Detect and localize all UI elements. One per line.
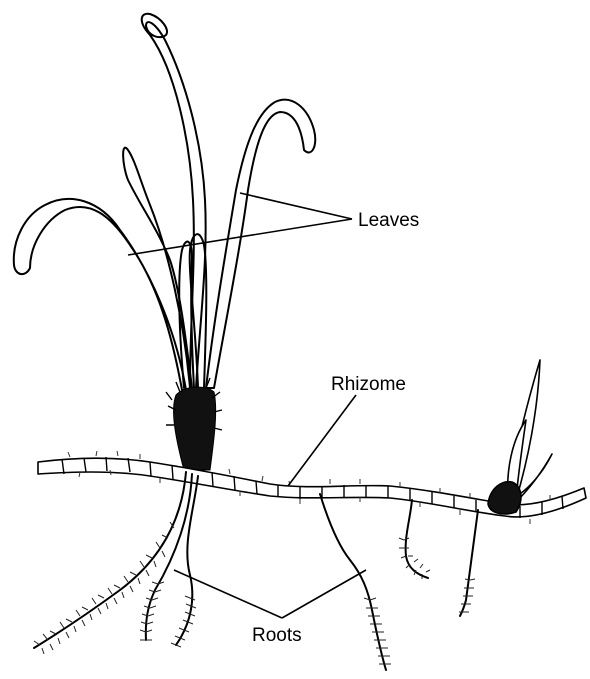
leaf-base-sheath [166, 378, 222, 470]
shoot-base [488, 482, 521, 514]
rhizome-leader-line [288, 395, 356, 486]
roots-label: Roots [252, 626, 302, 645]
leaf-tall-loop [142, 14, 206, 388]
leaves-label: Leaves [358, 211, 419, 230]
leaves-leader-upper [240, 193, 352, 219]
root-middle [320, 494, 386, 670]
rhizome-label: Rhizome [331, 375, 406, 394]
root-far-right [460, 510, 478, 616]
root-right-short [406, 500, 428, 578]
rhizome-right-shoot [488, 360, 552, 514]
leaf-left-drooping [14, 199, 186, 390]
root-far-left [34, 472, 186, 648]
sheath-tuft [174, 387, 216, 470]
leaf-right-curl [206, 100, 315, 388]
roots-leader-right [282, 570, 366, 618]
leaves-group [14, 14, 315, 390]
roots-leader-lines [174, 570, 366, 618]
root-under-base [176, 476, 198, 645]
